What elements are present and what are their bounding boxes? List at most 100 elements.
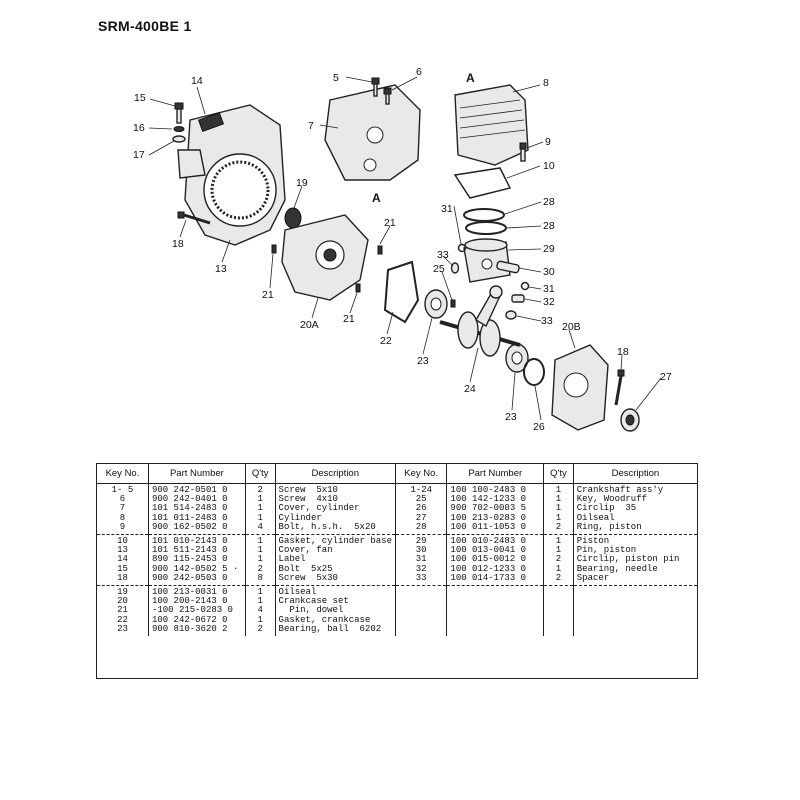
callout-31-top: 31 — [441, 203, 453, 215]
table-row-group: 10 13 14 15 18 101 010-2143 0 101 511-21… — [97, 534, 697, 587]
qty-cell: 1 1 2 1 2 — [555, 536, 562, 583]
qty-cell: 1 1 1 2 8 — [257, 536, 263, 583]
header-key-no: Key No. — [97, 464, 149, 484]
callout-33-bottom: 33 — [541, 315, 553, 327]
qty-cell: 2 1 1 1 4 — [257, 485, 263, 532]
circlip-part — [523, 358, 545, 386]
part-number-cell: 101 010-2143 0 101 511-2143 0 890 115-24… — [151, 536, 239, 583]
oilseal-part — [620, 408, 640, 432]
key-no-cell — [396, 586, 446, 590]
crankcase-20a — [281, 214, 369, 301]
bolt-part — [519, 142, 527, 162]
part-number-cell: 100 010-2483 0 100 013-0041 0 100 015-00… — [450, 536, 527, 583]
description-cell: Screw 5x10 Screw 4x10 Cover, cylinder Cy… — [278, 485, 376, 532]
callout-16: 16 — [133, 122, 145, 134]
callout-21-left: 21 — [262, 289, 274, 301]
cylinder — [454, 84, 529, 166]
callout-23-right: 23 — [505, 411, 517, 423]
callout-18-right: 18 — [617, 346, 629, 358]
header-qty: Q'ty — [543, 464, 574, 484]
callout-17: 17 — [133, 149, 145, 161]
header-part-number: Part Number — [446, 464, 545, 484]
cylinder-cover — [324, 84, 421, 181]
leader-lines — [148, 76, 662, 421]
qty-cell: 1 1 1 1 2 — [555, 485, 562, 532]
description-cell: Oilseal Crankcase set Pin, dowel Gasket,… — [278, 587, 382, 634]
header-description: Description — [573, 464, 697, 484]
callout-24: 24 — [464, 383, 476, 395]
piston-pin-circlip — [457, 243, 467, 253]
callout-8: 8 — [543, 77, 549, 89]
parts-table: Key No. Part Number Q'ty Description Key… — [96, 463, 698, 679]
piston-ring — [463, 208, 505, 222]
part-number-cell: 900 242-0501 0 900 242-0401 0 101 514-24… — [151, 485, 228, 532]
callout-27: 27 — [660, 371, 672, 383]
screw-part — [383, 87, 392, 105]
key-no-cell: 10 13 14 15 18 — [117, 536, 128, 583]
dowel-pin — [271, 244, 277, 254]
callout-25: 25 — [433, 263, 445, 275]
spacer — [505, 310, 517, 320]
ball-bearing — [505, 343, 529, 373]
dowel-pin — [355, 283, 361, 293]
callout-28-top: 28 — [543, 196, 555, 208]
key-no-cell: 29 30 31 32 33 — [415, 536, 427, 583]
bolt-part — [172, 102, 186, 143]
callout-21-top: 21 — [384, 217, 396, 229]
piston-pin — [496, 260, 520, 274]
callout-30: 30 — [543, 266, 555, 278]
callout-15: 15 — [134, 92, 146, 104]
header-key-no: Key No. — [395, 464, 448, 484]
callout-31-bottom: 31 — [543, 283, 555, 295]
description-cell: Gasket, cylinder base Cover, fan Label B… — [278, 536, 392, 583]
callout-10: 10 — [543, 160, 555, 172]
piston-pin-circlip — [520, 281, 530, 291]
header-part-number: Part Number — [148, 464, 246, 484]
qty-cell: 1 1 4 1 2 — [257, 587, 263, 634]
callout-19: 19 — [296, 177, 308, 189]
callout-5: 5 — [333, 72, 339, 84]
key-no-cell: 1-24 25 26 27 28 — [410, 485, 432, 532]
callout-18-left: 18 — [172, 238, 184, 250]
part-number-cell: 100 100-2483 0 100 142-1233 0 900 702-00… — [450, 485, 527, 532]
callout-21-bottom: 21 — [343, 313, 355, 325]
needle-bearing — [511, 294, 525, 303]
key-no-cell: 1- 5 6 7 8 9 — [111, 485, 134, 532]
table-row-group: 1- 5 6 7 8 9 900 242-0501 0 900 242-0401… — [97, 483, 697, 536]
callout-20b: 20B — [562, 321, 581, 333]
page-title: SRM-400BE 1 — [98, 18, 192, 34]
label-part — [197, 111, 225, 133]
callout-29: 29 — [543, 243, 555, 255]
table-header-row: Key No. Part Number Q'ty Description Key… — [97, 464, 697, 484]
callout-33-top: 33 — [437, 249, 449, 261]
callout-a-bottom: A — [372, 191, 381, 205]
piston-ring — [465, 221, 507, 235]
exploded-parts-diagram: 5 6 7 A A 8 9 10 14 15 16 17 18 13 19 21… — [133, 66, 672, 433]
crankshaft-assembly — [439, 285, 521, 357]
header-qty: Q'ty — [245, 464, 276, 484]
callout-22: 22 — [380, 335, 392, 347]
callout-32: 32 — [543, 296, 555, 308]
crankcase-gasket — [383, 260, 420, 324]
callout-23-left: 23 — [417, 355, 429, 367]
callout-7: 7 — [308, 120, 314, 132]
screw-part — [614, 369, 625, 406]
part-number-cell — [447, 586, 543, 590]
table-row-group: 19 20 21 22 23 100 213-0031 0 100 200-21… — [97, 585, 697, 637]
callout-a-top: A — [466, 71, 475, 85]
ball-bearing — [424, 289, 448, 319]
header-description: Description — [275, 464, 396, 484]
qty-cell — [544, 586, 573, 590]
callout-26: 26 — [533, 421, 545, 433]
screw-part — [371, 77, 380, 97]
description-cell: Piston Pin, piston Circlip, piston pin B… — [576, 536, 680, 583]
description-cell: Crankshaft ass'y Key, Woodruff Circlip 3… — [576, 485, 664, 532]
screw-part — [177, 211, 211, 225]
fan-cover — [177, 104, 286, 246]
callout-14: 14 — [191, 75, 203, 87]
piston — [463, 238, 511, 283]
spacer — [450, 262, 460, 274]
parts-list: Key No. Part Number Q'ty Description Key… — [97, 464, 697, 637]
key-no-cell: 19 20 21 22 23 — [117, 587, 128, 634]
callout-20a: 20A — [300, 319, 319, 331]
